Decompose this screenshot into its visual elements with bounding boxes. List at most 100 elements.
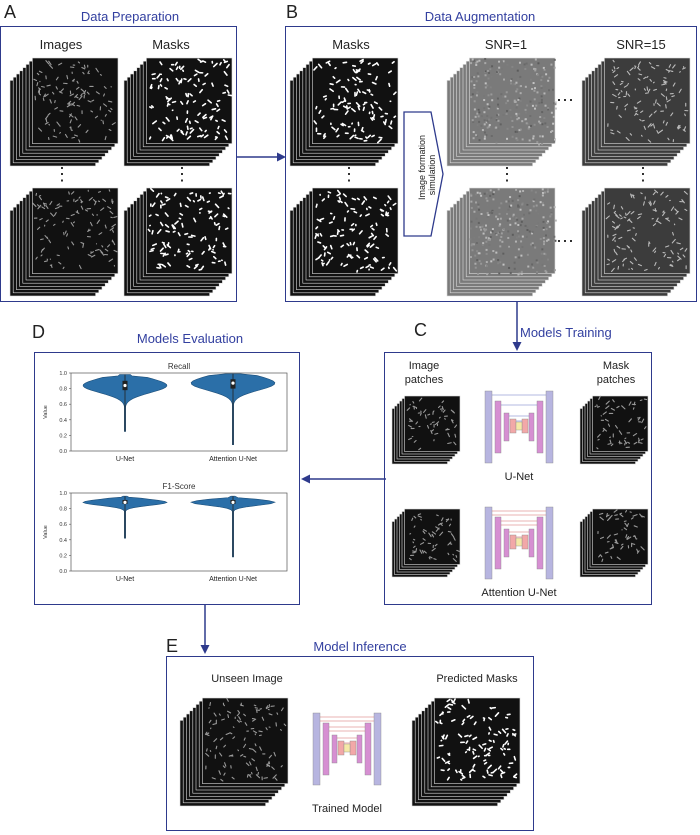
chart-title: Recall <box>168 362 190 371</box>
horizontal-ellipsis-icon: ⋯ <box>556 90 575 110</box>
attention-unet-diagram-icon <box>484 506 554 580</box>
snr15-stack-top <box>581 57 691 167</box>
stack-texture <box>597 509 645 563</box>
violin-median <box>231 381 235 385</box>
y-tick-label: 0.4 <box>59 538 67 544</box>
y-tick-label: 0.2 <box>59 553 67 559</box>
panel-data-augmentation: Masks SNR=1 SNR=15 ⋮ Image formation sim… <box>285 26 697 302</box>
stack-texture <box>434 698 518 781</box>
unet-decoder-block-1 <box>545 390 554 464</box>
horizontal-ellipsis-icon: ⋯ <box>556 231 575 251</box>
training-mask-patches-stack-2 <box>579 508 649 578</box>
panel-letter-b: B <box>286 2 299 22</box>
training-image-patches-stack-2 <box>391 508 461 578</box>
unet-decoder-block-1 <box>545 506 554 580</box>
predicted-masks-label: Predicted Masks <box>436 673 518 685</box>
y-tick-label: 0.8 <box>59 507 67 513</box>
image-patches-line2: patches <box>404 374 444 386</box>
unet-encoder-block-4 <box>509 418 517 434</box>
aug-mask-stack-bottom <box>289 187 399 297</box>
snr1-label: SNR=1 <box>484 37 528 52</box>
y-tick-label: 0.2 <box>59 433 67 439</box>
mask-stack-bottom <box>123 187 233 297</box>
vertical-ellipsis-icon: ⋮ <box>340 164 359 184</box>
section-title-model-inference: Model Inference <box>313 639 407 654</box>
unet-encoder-block-1 <box>312 712 321 786</box>
image-stack-top <box>9 57 119 167</box>
stack-texture <box>204 697 287 782</box>
masks-label: Masks <box>152 37 190 52</box>
mask-patches-line1: Mask <box>602 360 630 372</box>
y-tick-label: 0.8 <box>59 387 67 393</box>
stack-texture <box>605 189 688 273</box>
panel-data-preparation: Images Masks ⋮ ⋮ <box>0 26 237 302</box>
unet-decoder-block-4 <box>521 534 529 550</box>
unet-encoder-block-2 <box>494 400 502 454</box>
unet-encoder-block-1 <box>484 390 493 464</box>
trained-model-diagram-icon <box>312 712 382 786</box>
unet-encoder-block-2 <box>322 722 330 776</box>
panel-letter-a: A <box>4 2 17 22</box>
unet-bottleneck <box>515 421 523 431</box>
unet-encoder-block-3 <box>503 528 510 558</box>
simulation-label-line1: Image formation <box>417 134 427 200</box>
simulation-label: Image formation simulation <box>417 134 437 200</box>
aug-mask-stack-top <box>289 57 399 167</box>
unet-encoder-block-4 <box>337 740 345 756</box>
unet-decoder-block-2 <box>364 722 372 776</box>
panel-model-inference: Unseen Image Predicted Masks Trained Mod… <box>166 656 534 831</box>
unet-encoder-block-3 <box>331 734 338 764</box>
stack-texture <box>147 187 232 271</box>
y-tick-label: 0.0 <box>59 569 67 575</box>
section-title-data-preparation: Data Preparation <box>80 9 180 24</box>
section-title-models-training: Models Training <box>520 325 612 340</box>
unet-decoder-block-3 <box>356 734 363 764</box>
stack-texture <box>32 189 118 270</box>
image-stack-bottom <box>9 187 119 297</box>
training-image-patches-stack <box>391 395 461 465</box>
x-tick-label: Attention U-Net <box>209 456 257 463</box>
violin-median <box>231 500 235 504</box>
y-tick-label: 1.0 <box>59 371 67 377</box>
unet-decoder-block-1 <box>373 712 382 786</box>
unet-label: U-Net <box>504 471 534 483</box>
trained-model-label: Trained Model <box>312 803 382 815</box>
stack-texture <box>470 58 557 146</box>
stack-texture <box>594 395 648 450</box>
unet-decoder-block-2 <box>536 400 544 454</box>
stack-texture <box>408 513 461 562</box>
stack-texture <box>469 188 557 276</box>
snr15-stack-bottom <box>581 187 691 297</box>
predicted-masks-stack <box>411 697 521 807</box>
section-title-data-augmentation: Data Augmentation <box>424 9 536 24</box>
vertical-ellipsis-icon: ⋮ <box>498 164 517 184</box>
violin-median <box>123 500 127 504</box>
snr1-stack-top <box>446 57 557 167</box>
arrow-prep-to-aug-icon <box>237 152 286 162</box>
mask-patches-line2: patches <box>596 374 636 386</box>
snr15-label: SNR=15 <box>616 37 666 52</box>
chart-title: F1-Score <box>163 482 196 491</box>
unet-decoder-block-4 <box>521 418 529 434</box>
plot-frame <box>70 492 288 572</box>
x-tick-label: U-Net <box>116 456 134 463</box>
snr1-stack-bottom <box>446 187 557 297</box>
y-axis-label: Value <box>43 405 49 419</box>
stack-texture <box>607 59 689 143</box>
y-tick-label: 0.4 <box>59 418 67 424</box>
vertical-ellipsis-icon: ⋮ <box>634 164 653 184</box>
simulation-label-line2: simulation <box>427 154 437 196</box>
section-title-models-evaluation: Models Evaluation <box>136 331 244 346</box>
unseen-image-stack <box>179 697 289 807</box>
attention-unet-label: Attention U-Net <box>481 587 557 599</box>
stack-texture <box>148 58 233 142</box>
unet-decoder-block-2 <box>536 516 544 570</box>
y-axis-label: Value <box>43 525 49 539</box>
y-tick-label: 0.0 <box>59 449 67 455</box>
aug-masks-label: Masks <box>332 37 370 52</box>
vertical-ellipsis-icon: ⋮ <box>53 164 72 184</box>
unet-encoder-block-4 <box>509 534 517 550</box>
